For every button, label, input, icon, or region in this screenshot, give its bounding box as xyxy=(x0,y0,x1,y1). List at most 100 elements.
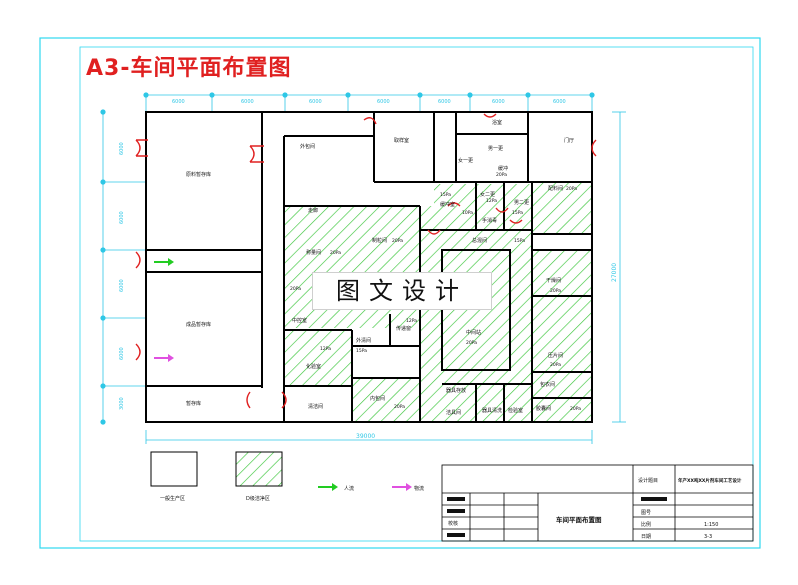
room-lab: 化验室 xyxy=(306,363,321,370)
room-female-change2: 女二更 xyxy=(480,191,495,198)
room-bath: 浴室 xyxy=(492,119,502,126)
title-block xyxy=(441,464,754,542)
room-buffer1: 缓冲 xyxy=(498,165,508,172)
legend-material-arrow xyxy=(392,483,412,491)
legend-general-swatch xyxy=(150,451,198,487)
pressure-label: 15Pa xyxy=(514,238,525,244)
legend-general-label: 一般生产区 xyxy=(160,495,185,502)
dim-left-1: 6000 xyxy=(119,142,125,155)
room-corridor: 走廊 xyxy=(308,207,318,214)
room-prep: 配料间 xyxy=(548,185,563,192)
pressure-label: 15Pa xyxy=(512,210,523,216)
pressure-label: 20Pa xyxy=(394,404,405,410)
room-utensil-wash: 器具清洗 xyxy=(482,407,502,414)
room-pass: 传递窗 xyxy=(396,325,411,332)
dim-left-3: 6000 xyxy=(119,279,125,292)
pressure-label: 20Pa xyxy=(550,288,561,294)
outer-frame xyxy=(39,37,761,549)
legend-material-label: 物流 xyxy=(414,485,424,492)
tb-scale-value: 1:150 xyxy=(704,522,718,528)
dim-top-2: 6000 xyxy=(241,99,254,105)
pressure-label: 20Pa xyxy=(290,286,301,292)
pressure-label: 15Pa xyxy=(356,348,367,354)
pressure-label: 20Pa xyxy=(570,406,581,412)
dimension-total-x xyxy=(145,430,593,444)
room-door-hall: 门厅 xyxy=(564,137,574,144)
dim-left-5: 3000 xyxy=(119,397,125,410)
room-cleaning: 清洁间 xyxy=(308,403,323,410)
title-block-text: 设计题目 年产XX吨XX片剂车间工艺设计 图号 比例 日期 校核 1:150 3… xyxy=(448,477,742,540)
legend-clean-swatch xyxy=(235,451,283,487)
room-female-change1: 女一更 xyxy=(458,157,473,164)
dim-total-width: 39000 xyxy=(356,433,375,440)
tb-design-title: 年产XX吨XX片剂车间工艺设计 xyxy=(678,477,742,484)
dimension-top-labels: 6000 6000 6000 6000 6000 6000 6000 xyxy=(172,99,566,105)
room-granulate: 制粒间 xyxy=(372,237,387,244)
pressure-label: 20Pa xyxy=(566,186,577,192)
room-finished-goods: 成品暂存库 xyxy=(186,321,211,328)
room-utensil-store: 器具存放 xyxy=(446,387,466,394)
room-outer-packing: 外包间 xyxy=(300,143,315,150)
room-labels: 原料暂存库 成品暂存库 暂存库 外包间 取样室 浴室 男一更 女一更 缓冲 门厅… xyxy=(186,119,574,416)
dimension-total-y xyxy=(612,111,626,423)
dim-left-4: 6000 xyxy=(119,347,125,360)
dim-top-7: 6000 xyxy=(553,99,566,105)
room-lobby: 中控室 xyxy=(292,317,307,324)
pressure-label: 20Pa xyxy=(330,250,341,256)
room-mix: 总混间 xyxy=(472,237,487,244)
dim-top-5: 6000 xyxy=(438,99,451,105)
tb-label-check: 校核 xyxy=(448,520,458,527)
dimension-top xyxy=(143,92,595,112)
pressure-label: 20Pa xyxy=(550,362,561,368)
room-coating: 包衣间 xyxy=(540,381,555,388)
dim-top-3: 6000 xyxy=(309,99,322,105)
pressure-labels: 20Pa 20Pa 20Pa 20Pa 20Pa 20Pa 20Pa 20Pa … xyxy=(290,172,581,412)
room-warehouse-small: 暂存库 xyxy=(186,400,201,407)
tb-design-label: 设计题目 xyxy=(638,477,658,484)
legend: 一般生产区 D级洁净区 人流 物流 xyxy=(150,451,424,502)
pressure-label: 20Pa xyxy=(496,172,507,178)
room-tablet: 压片间 xyxy=(548,352,563,359)
room-clean-room: 洁具间 xyxy=(446,409,461,416)
pressure-label: 20Pa xyxy=(392,238,403,244)
dimension-left xyxy=(100,109,146,425)
dim-left-2: 6000 xyxy=(119,211,125,224)
dimension-left-labels: 6000 6000 6000 6000 3000 xyxy=(119,142,125,410)
pressure-label: 10Pa xyxy=(462,210,473,216)
room-weighing: 称量间 xyxy=(306,249,321,256)
room-dry: 干燥间 xyxy=(546,277,561,284)
dim-top-4: 6000 xyxy=(377,99,390,105)
dim-top-6: 6000 xyxy=(492,99,505,105)
tb-drawing-name: 车间平面布置图 xyxy=(556,515,602,524)
room-buffer-main: 缓冲室 xyxy=(440,201,455,208)
room-male-change2: 男二更 xyxy=(514,200,529,206)
room-capsule: 胶囊间 xyxy=(536,405,551,412)
room-sampling: 取样室 xyxy=(394,137,409,144)
page-title: A3-车间平面布置图 xyxy=(86,56,292,81)
pressure-label: 12Pa xyxy=(320,346,331,352)
legend-people-label: 人流 xyxy=(344,485,354,492)
walls xyxy=(145,111,593,423)
inner-frame xyxy=(79,46,754,542)
tb-label-date: 日期 xyxy=(641,534,651,540)
pressure-label: 12Pa xyxy=(406,318,417,324)
room-inner-pack: 内包间 xyxy=(370,395,385,402)
material-flow-arrow xyxy=(154,354,174,362)
watermark-banner: 图文设计 xyxy=(312,272,492,310)
legend-people-arrow xyxy=(318,483,338,491)
room-hand-wash: 手消毒 xyxy=(482,217,497,224)
room-outer-wash: 外清间 xyxy=(356,337,371,344)
doors xyxy=(135,113,597,409)
title-block-redacted xyxy=(447,497,667,537)
room-male-change1: 男一更 xyxy=(488,146,503,152)
people-flow-arrow xyxy=(154,258,174,266)
dim-top-1: 6000 xyxy=(172,99,185,105)
room-raw-material: 原料暂存库 xyxy=(186,171,211,178)
pressure-label: 15Pa xyxy=(440,192,451,198)
room-inspection: 检验室 xyxy=(508,407,523,414)
dim-total-height: 27000 xyxy=(611,263,618,282)
pressure-label: 12Pa xyxy=(486,198,497,204)
tb-label-number: 图号 xyxy=(641,510,651,516)
tb-sheet-value: 3-3 xyxy=(704,534,712,540)
